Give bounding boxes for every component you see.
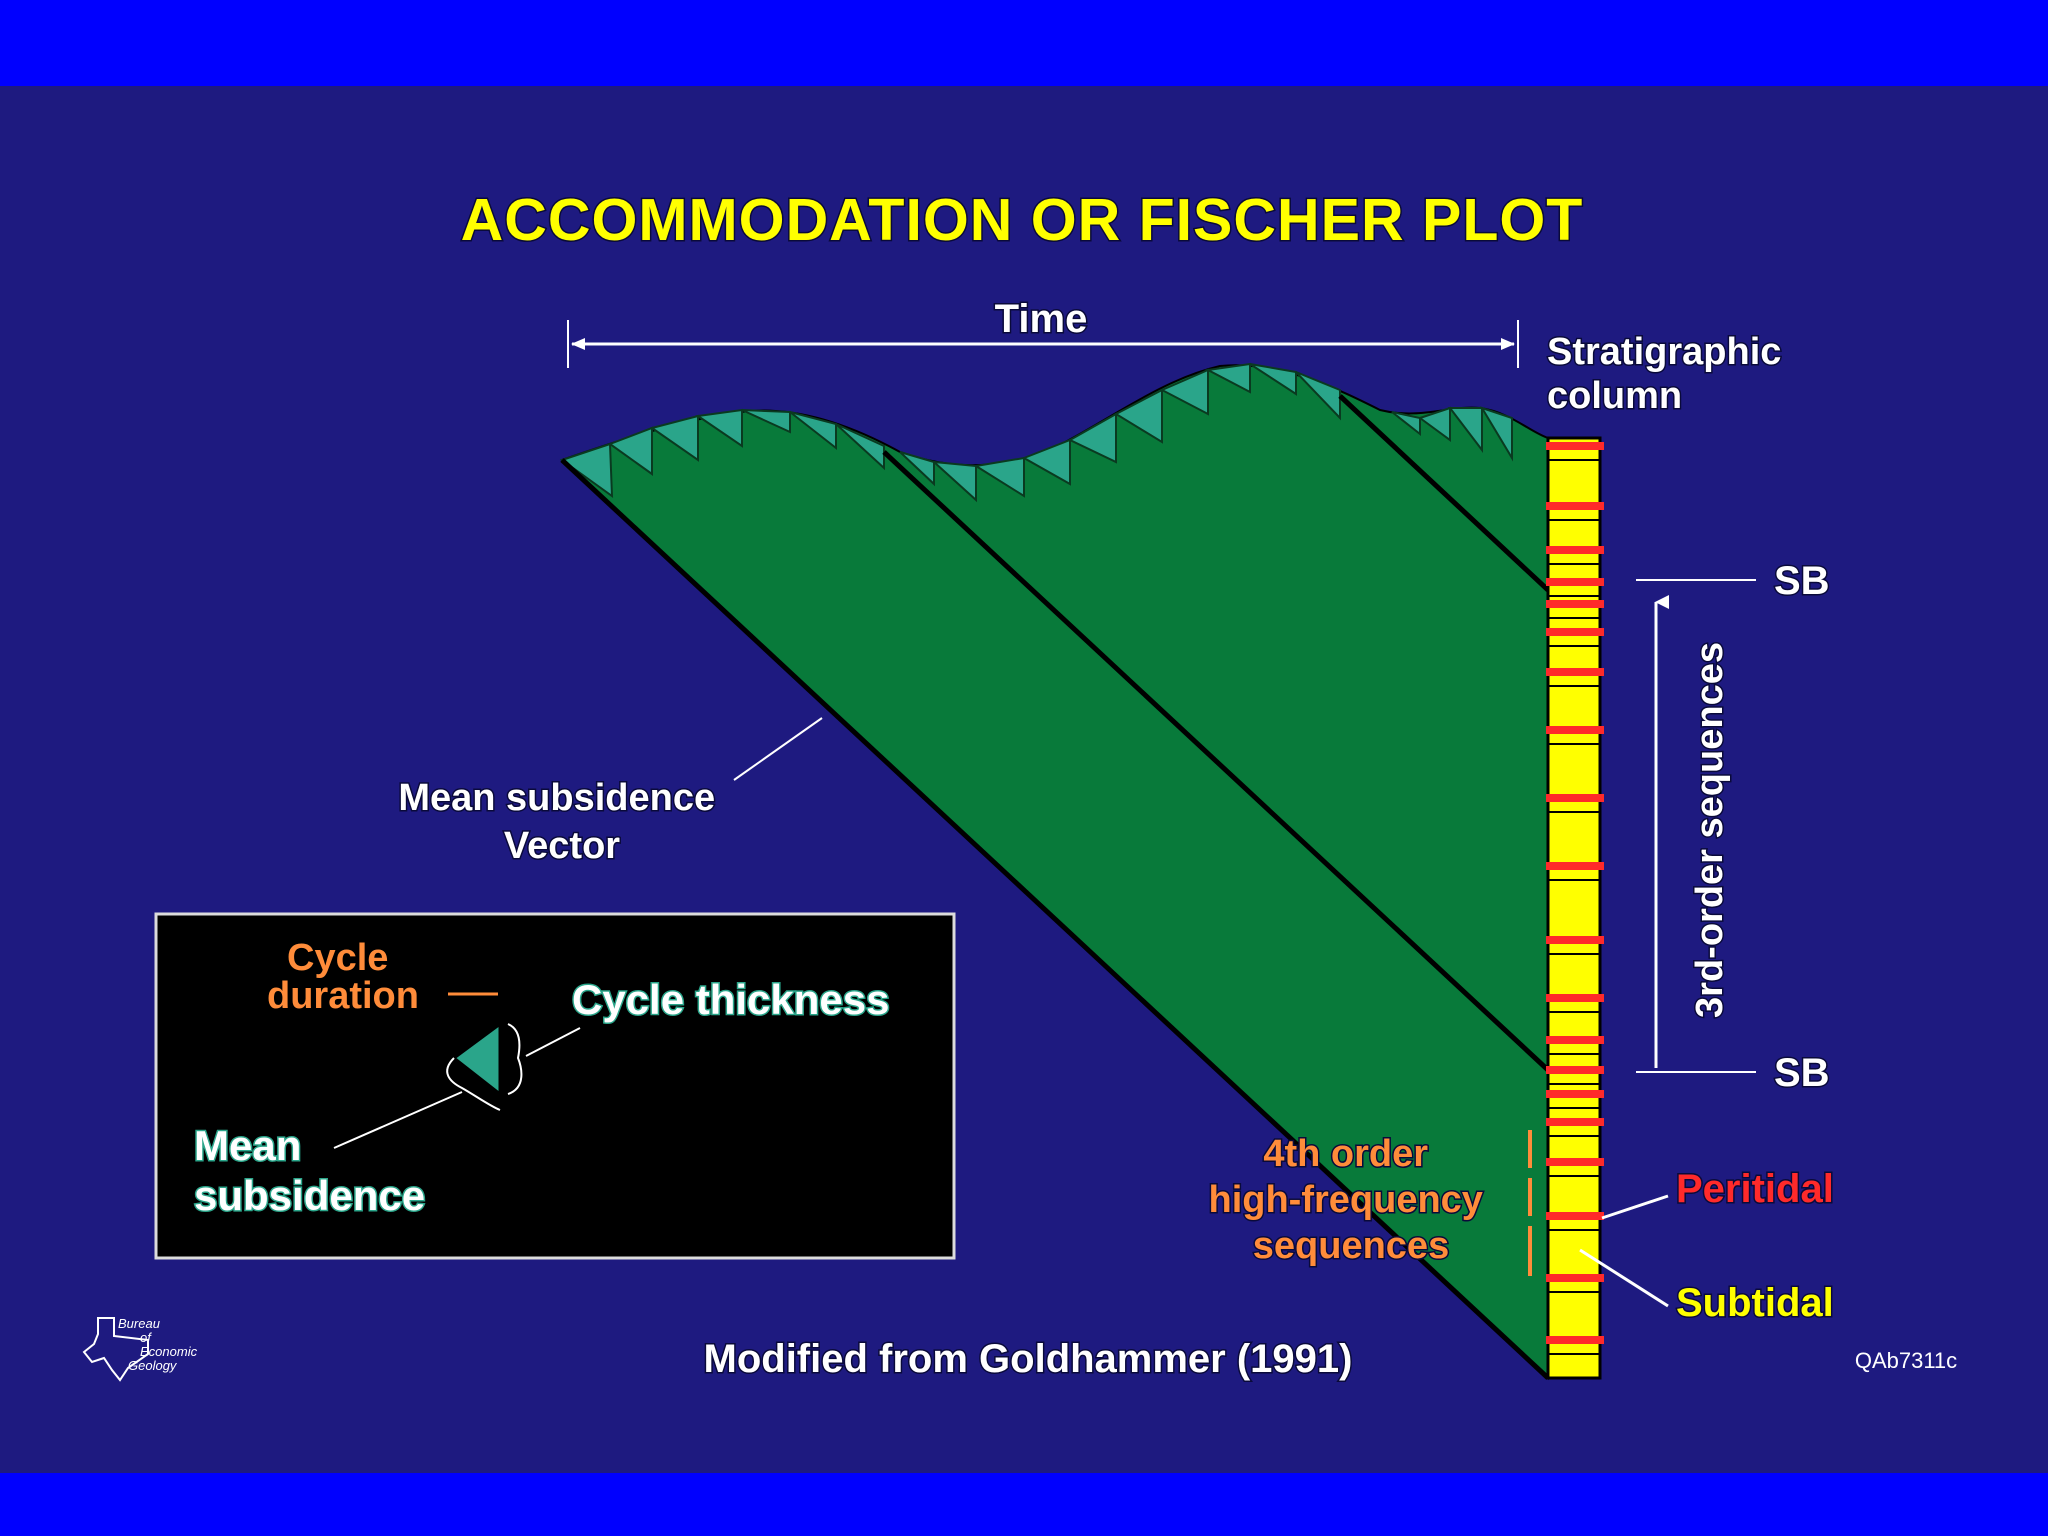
figure-code: QAb7311c xyxy=(1855,1348,1957,1373)
peritidal-cap xyxy=(1546,794,1604,802)
stratigraphic-column-label: Stratigraphic column xyxy=(1547,331,1792,417)
peritidal-cap xyxy=(1546,442,1604,450)
sequence-boundaries xyxy=(560,394,1550,1380)
stratigraphic-column xyxy=(1546,436,1604,1380)
peritidal-cap xyxy=(1546,994,1604,1002)
peritidal-cap xyxy=(1546,628,1604,636)
cycle-tooth xyxy=(649,414,699,462)
peritidal-cap xyxy=(1546,546,1604,554)
subtidal-leader xyxy=(1579,1248,1669,1308)
cycle-tooth xyxy=(559,442,614,499)
cycle-tooth xyxy=(1249,363,1297,396)
cycle-tooth xyxy=(835,423,885,471)
sequence-boundary-line xyxy=(560,458,1550,1380)
time-label: Time xyxy=(995,297,1088,341)
peritidal-cap xyxy=(1546,502,1604,510)
sequence-boundary-line xyxy=(882,450,1550,1072)
cycle-tooth xyxy=(607,426,653,476)
cycle-thickness-label: Cycle thickness xyxy=(572,976,890,1023)
top-band xyxy=(0,0,2048,86)
cycle-thickness-brace xyxy=(507,1023,523,1095)
peritidal-cap xyxy=(1546,1274,1604,1282)
peritidal-cap xyxy=(1546,936,1604,944)
bottom-band xyxy=(0,1473,2048,1536)
peritidal-cap xyxy=(1546,600,1604,608)
inset-mean-subsidence-label: Mean subsidence xyxy=(194,1122,425,1219)
column-body xyxy=(1546,436,1602,1380)
peritidal-leader xyxy=(1601,1194,1669,1220)
sequence-boundary-line xyxy=(1338,394,1550,592)
mean-subsidence-vector-label: Mean subsidence Vector xyxy=(398,777,725,867)
peritidal-cap xyxy=(1546,1336,1604,1344)
cycle-tooth xyxy=(1159,368,1209,416)
peritidal-cap xyxy=(1546,1212,1604,1220)
peritidal-cap xyxy=(1546,1090,1604,1098)
peritidal-cap xyxy=(1546,1066,1604,1074)
cycle-tooth xyxy=(741,409,791,434)
cycle-tooth xyxy=(1204,362,1251,394)
credit-text: Modified from Goldhammer (1991) xyxy=(704,1337,1353,1381)
fourth-order-label: 4th order high-frequency sequences xyxy=(1208,1133,1493,1267)
texas-outline-icon xyxy=(82,1317,149,1382)
cycle-tooth xyxy=(695,408,743,448)
inset-legend: Cycle duration Cycle thickness Mean subs… xyxy=(154,912,956,1260)
cycle-tooth xyxy=(1021,438,1071,486)
peritidal-cap xyxy=(1546,862,1604,870)
cycle-tooth xyxy=(1447,407,1483,453)
cycle-tooth xyxy=(1391,411,1421,437)
cycle-tooth xyxy=(1479,406,1513,462)
peritidal-cap xyxy=(1546,668,1604,676)
cycle-tooth xyxy=(899,451,935,487)
svg-text:Bureau of Economic: Bureau of Economic Geology xyxy=(118,1316,201,1373)
peritidal-cap xyxy=(1546,1158,1604,1166)
cycle-tooth xyxy=(973,456,1025,498)
cycle-tooth-icon xyxy=(451,1021,502,1098)
cycle-tooth xyxy=(1067,412,1117,464)
subtidal-label: Subtidal xyxy=(1676,1281,1834,1325)
peritidal-label: Peritidal xyxy=(1676,1167,1834,1211)
cycle-tooth xyxy=(931,460,977,503)
cycle-tooth xyxy=(789,411,837,451)
cycle-tooth xyxy=(1295,371,1341,421)
third-order-annotation: SB SB 3rd-order sequences xyxy=(1636,558,1831,1097)
peritidal-caps xyxy=(1546,442,1604,1355)
sb-lower-label: SB xyxy=(1774,1051,1830,1095)
cycle-tooth xyxy=(1417,406,1451,442)
peritidal-cap xyxy=(1546,1118,1604,1126)
cycle-teeth xyxy=(559,362,1513,503)
peritidal-cap xyxy=(1546,1036,1604,1044)
cycle-tooth xyxy=(1113,388,1163,444)
third-order-sequences-label: 3rd-order sequences xyxy=(1689,642,1731,1018)
subsidence-vector-leader xyxy=(733,717,823,781)
slide-title: ACCOMMODATION OR FISCHER PLOT xyxy=(461,187,1584,253)
sb-upper-label: SB xyxy=(1774,559,1830,603)
peritidal-cap xyxy=(1546,578,1604,586)
peritidal-cap xyxy=(1546,726,1604,734)
cycle-duration-label: Cycle duration xyxy=(267,937,419,1017)
time-axis: Time xyxy=(567,296,1519,368)
cycle-duration-brace xyxy=(446,1057,501,1111)
beg-logo: Bureau of Economic Geology xyxy=(82,1316,201,1382)
